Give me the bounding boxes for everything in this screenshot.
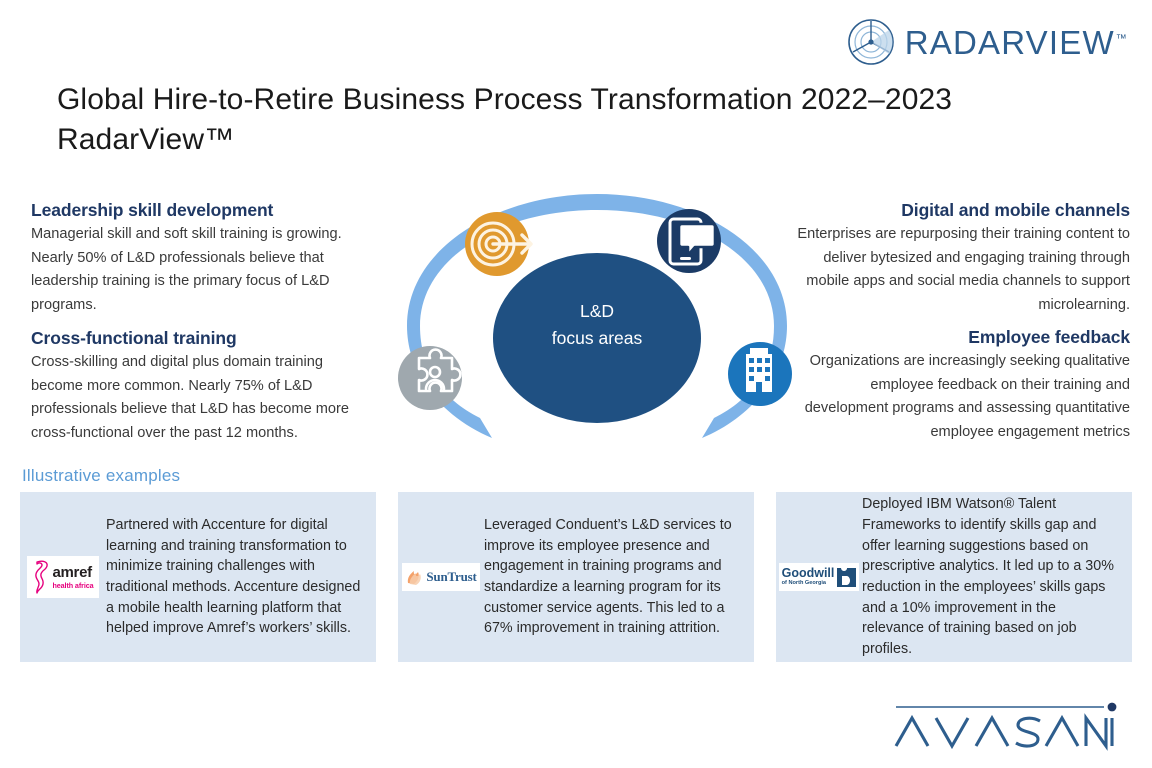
ld-focus-areas-diagram: L&D focus areas bbox=[392, 186, 802, 466]
text-block-cross-functional-training: Cross-functional training Cross-skilling… bbox=[31, 328, 376, 446]
diagram-svg bbox=[398, 194, 792, 438]
block-heading: Employee feedback bbox=[968, 327, 1130, 347]
block-body: Organizations are increasingly seeking q… bbox=[804, 353, 1130, 440]
target-icon bbox=[465, 212, 533, 276]
block-body: Cross-skilling and digital plus domain t… bbox=[31, 354, 349, 441]
logo-secondary-text: health africa bbox=[52, 580, 94, 590]
suntrust-logo: SunTrust bbox=[398, 563, 484, 591]
core-ellipse bbox=[493, 253, 701, 423]
block-body: Enterprises are repurposing their traini… bbox=[797, 226, 1130, 313]
illustrative-examples-cards: amref health africa Partnered with Accen… bbox=[20, 492, 1132, 662]
example-card: SunTrust Leveraged Conduent’s L&D servic… bbox=[398, 492, 754, 662]
text-block-leadership-skill-development: Leadership skill development Managerial … bbox=[31, 200, 376, 318]
avasant-logo bbox=[890, 698, 1122, 754]
puzzle-person-icon bbox=[398, 346, 462, 410]
example-card: amref health africa Partnered with Accen… bbox=[20, 492, 376, 662]
trademark-symbol: ™ bbox=[1115, 32, 1128, 45]
logo-primary-text: amref bbox=[52, 564, 92, 582]
example-card-text: Partnered with Accenture for digital lea… bbox=[106, 516, 361, 637]
amref-health-africa-logo: amref health africa bbox=[20, 556, 106, 598]
building-icon bbox=[728, 342, 792, 406]
example-card: Goodwill of North Georgia Deployed IBM W… bbox=[776, 492, 1132, 662]
mobile-chat-icon bbox=[657, 209, 721, 273]
block-body: Managerial skill and soft skill training… bbox=[31, 226, 342, 313]
avasant-logo-svg bbox=[894, 702, 1117, 751]
logo-secondary-text: of North Georgia bbox=[781, 580, 827, 587]
suntrust-flame-icon bbox=[408, 571, 422, 585]
goodwill-smile-icon bbox=[837, 567, 857, 587]
block-heading: Digital and mobile channels bbox=[901, 200, 1130, 220]
block-heading: Leadership skill development bbox=[31, 200, 274, 220]
radarview-logo: RADARVIEW™ bbox=[845, 16, 1128, 68]
page-title: Global Hire-to-Retire Business Process T… bbox=[57, 83, 953, 156]
example-card-text: Leveraged Conduent’s L&D services to imp… bbox=[484, 516, 732, 637]
illustrative-examples-heading: Illustrative examples bbox=[22, 466, 181, 485]
africa-outline-icon bbox=[35, 560, 49, 594]
block-heading: Cross-functional training bbox=[31, 328, 237, 348]
logo-primary-text: Goodwill bbox=[781, 565, 835, 580]
example-card-text: Deployed IBM Watson® Talent Frameworks t… bbox=[862, 496, 1114, 658]
radar-dial-icon bbox=[845, 16, 897, 68]
text-block-digital-and-mobile-channels: Digital and mobile channels Enterprises … bbox=[785, 200, 1130, 318]
radarview-wordmark: RADARVIEW™ bbox=[904, 23, 1128, 61]
goodwill-north-georgia-logo: Goodwill of North Georgia bbox=[776, 562, 862, 592]
logo-primary-text: SunTrust bbox=[426, 569, 477, 584]
text-block-employee-feedback: Employee feedback Organizations are incr… bbox=[785, 327, 1130, 445]
